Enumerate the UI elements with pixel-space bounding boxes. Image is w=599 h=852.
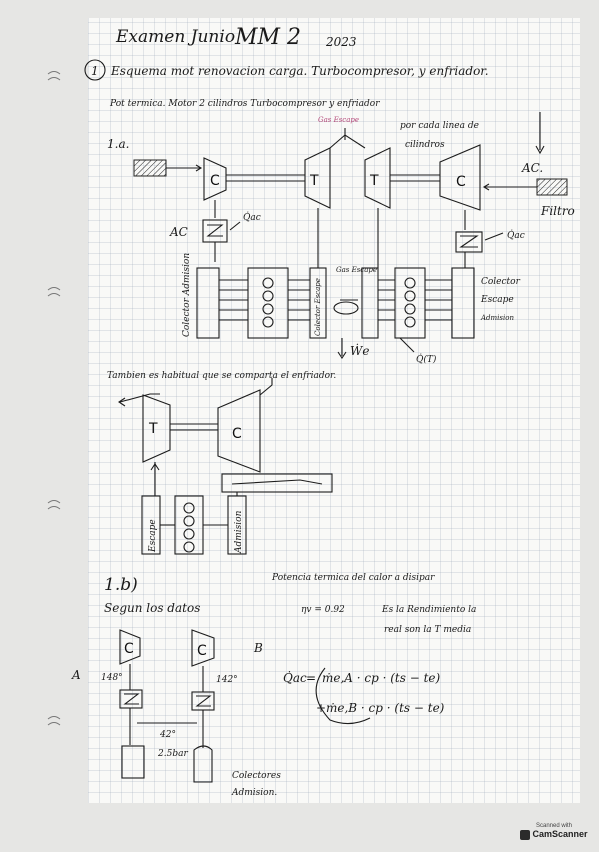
manifold-mid-label: Colector Escape: [314, 278, 322, 336]
manifold-mid: [309, 267, 327, 339]
compressor-a-label: C: [124, 641, 134, 657]
shared-cylinders: [183, 502, 195, 553]
intake-filter-left: [133, 159, 167, 177]
shared-turbine: [142, 394, 171, 463]
cooler-a: [119, 689, 143, 709]
filter-label: Filtro: [540, 204, 575, 218]
gas-escape-top: Gas Escape: [318, 116, 359, 124]
collector-right-l2: Escape: [480, 295, 514, 305]
part-b-label: 1.b): [104, 575, 138, 595]
binder-holes: [47, 71, 61, 726]
compressor-a: [119, 629, 141, 665]
collector-right-l3: Admision: [480, 314, 514, 322]
exam-year: 2023: [325, 35, 357, 49]
manifold-left-label: Colector Admision: [182, 253, 192, 337]
exam-title: Examen Junio: [115, 27, 235, 47]
engine-block-left: [247, 267, 289, 339]
section-heading: Esquema mot renovacion carga. Turbocompr…: [110, 64, 489, 78]
note-line2: cilindros: [405, 140, 445, 150]
manifold-right-inner: [361, 267, 379, 339]
eta-value: ηv = 0.92: [301, 605, 345, 615]
escape-box-label: Escape: [148, 519, 158, 553]
collector-right-l1: Colector: [481, 277, 521, 287]
temp-b: 142°: [216, 675, 238, 685]
compressor-b-label: C: [197, 643, 207, 659]
compressor-right: [439, 144, 481, 211]
work-label: Ẇe: [350, 343, 369, 358]
point-a: A: [71, 668, 81, 682]
exam-subject: MM 2: [234, 25, 301, 50]
temp-a: 148°: [101, 673, 123, 683]
turbine-left: [304, 147, 331, 209]
shared-compressor: [217, 389, 261, 473]
turbine-left-label: T: [309, 173, 319, 189]
section-line2: Pot termica. Motor 2 cilindros Turbocomp…: [109, 99, 380, 109]
grid-lines: [88, 18, 580, 803]
intake-filter-right: [536, 178, 568, 196]
heat-label: Q̇(T): [416, 353, 437, 365]
note-b-line1: Es la Rendimiento la: [381, 605, 476, 615]
compressor-left-label: C: [210, 173, 220, 189]
ac-right-label: AC.: [521, 161, 543, 175]
aftercooler-right: [455, 231, 483, 253]
scanner-watermark: Scanned with CamScanner: [519, 823, 589, 840]
part-b-subtitle: Segun los datos: [104, 601, 200, 615]
watermark-bottom: CamScanner: [532, 829, 588, 840]
turbine-right-label: T: [369, 173, 379, 189]
shared-cooler: [221, 473, 333, 493]
gas-escape-mid: Gas Escape: [336, 266, 377, 274]
compressor-left: [203, 157, 227, 201]
note-b-line2: real son la T media: [384, 625, 471, 635]
q-ac-right: Q̇ac: [507, 229, 525, 241]
note-line1: por cada linea de: [400, 121, 479, 131]
aftercooler-left-label: AC: [169, 225, 188, 239]
collectors-l2: Admision.: [231, 788, 277, 798]
pressure-label: 2.5bar: [157, 749, 188, 759]
shared-turbine-label: T: [148, 421, 158, 437]
manifold-left: [196, 267, 220, 339]
engine-block-right: [394, 267, 426, 339]
eq-lhs: Q̇ac: [283, 670, 307, 685]
point-b: B: [253, 641, 263, 655]
question-number-circle: [84, 59, 106, 81]
compressor-b: [191, 629, 215, 667]
cylinders-left: [262, 277, 274, 328]
watermark-top: Scanned with: [535, 823, 573, 830]
camscanner-icon: [520, 830, 531, 840]
temp-out: 42°: [159, 730, 176, 740]
manifold-right: [451, 267, 475, 339]
arrow-down-head: [535, 145, 545, 155]
eq-brace-annotation: [315, 667, 371, 725]
potencia-line: Potencia termica del calor a disipar: [271, 573, 435, 583]
part-a-label: 1.a.: [107, 137, 129, 151]
question-number: 1: [91, 64, 99, 78]
collector-b: [193, 745, 213, 783]
collectors-l1: Colectores: [232, 771, 281, 781]
q-ac-left: Q̇ac: [243, 211, 261, 223]
eq-row1: ṁe,A · cp · (ts − te): [322, 671, 441, 685]
eq-row2: ṁe,B · cp · (ts − te): [326, 701, 445, 715]
compressor-right-label: C: [456, 174, 466, 190]
turbine-right: [364, 147, 391, 209]
eq-equals: =: [306, 671, 316, 685]
collector-a: [121, 745, 145, 779]
cylinders-right: [404, 277, 416, 328]
admision-box-label: Admision: [234, 510, 244, 554]
shared-cooler-text: Tambien es habitual que se comparta el e…: [107, 371, 336, 381]
shared-compressor-label: C: [232, 426, 242, 442]
